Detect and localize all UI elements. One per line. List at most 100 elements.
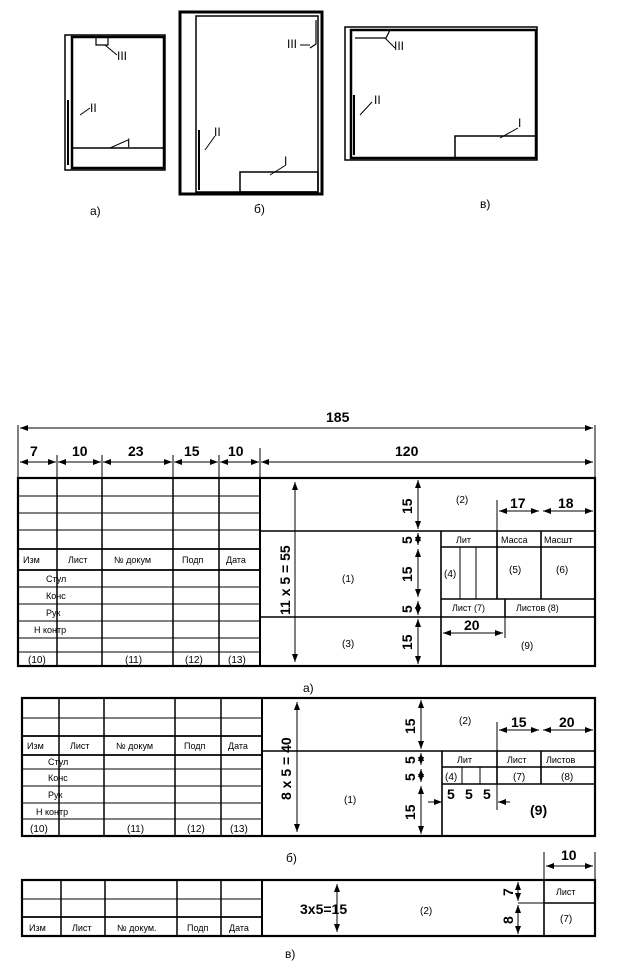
right-table-a: 11 x 5 = 55 15 5 15 5 15 17 18 20 (2) Ли… — [277, 495, 574, 652]
row-stul: Стул — [46, 574, 66, 584]
row-ruk: Рук — [46, 608, 61, 618]
header-podp-b: Подп — [184, 741, 206, 751]
zone-3-label-b: III — [287, 37, 297, 51]
header-dokum: № докум — [114, 555, 151, 565]
vdim-5b: 5 — [399, 605, 415, 613]
format-sketches — [64, 10, 538, 196]
field-4-b: (4) — [445, 772, 457, 783]
field-2-b: (2) — [459, 716, 471, 727]
field-masst: Масшт — [544, 535, 572, 545]
caption-v: в) — [285, 947, 295, 961]
header-podp-v: Подп — [187, 923, 209, 933]
field-listov8: Листов (8) — [516, 603, 559, 613]
right-table-b: 8 x 5 = 40 15 5 5 15 15 20 5 5 5 (2) Лит… — [278, 714, 575, 820]
field-10-b: (10) — [30, 824, 48, 835]
row-stul-b: Стул — [48, 757, 68, 767]
row-n-kontr-b: Н контр — [36, 807, 68, 817]
title-block-b: Изм Лист № докум Подп Дата Стул Конс Рук… — [20, 696, 597, 865]
dim-17: 17 — [510, 495, 526, 511]
zone-2-label-v: II — [374, 93, 381, 107]
row-ruk-b: Рук — [48, 790, 63, 800]
row-kons: Конс — [46, 591, 66, 601]
field-13: (13) — [228, 655, 246, 666]
dim-c1: 7 — [30, 443, 38, 459]
field-lit: Лит — [456, 535, 471, 545]
header-dokum-v: № докум. — [117, 923, 157, 933]
vdim-15b: 15 — [399, 566, 415, 582]
vdim-8-v: 8 — [500, 916, 516, 924]
dim-c5: 10 — [228, 443, 244, 459]
dim-20-b: 20 — [559, 714, 575, 730]
dim-s3-b: 5 — [483, 786, 491, 802]
vdim-main: 11 x 5 = 55 — [277, 545, 293, 615]
left-table-b: Изм Лист № докум Подп Дата Стул Конс Рук… — [27, 741, 248, 835]
vdim-7-v: 7 — [500, 888, 516, 896]
dim-c4: 15 — [184, 443, 200, 459]
field-6: (6) — [556, 565, 568, 576]
dim-total: 185 — [326, 409, 350, 425]
field-12-b: (12) — [187, 824, 205, 835]
format-v — [344, 26, 538, 161]
field-8-b: (8) — [561, 772, 573, 783]
vdim-5b-b: 5 — [402, 773, 418, 781]
field-11: (11) — [125, 655, 142, 666]
dim-right: 120 — [395, 443, 419, 459]
title-block-v: Изм Лист № докум. Подп Дата 3x5=15 (2) 7… — [20, 847, 597, 961]
field-10: (10) — [28, 655, 46, 666]
vdim-15c: 15 — [399, 634, 415, 650]
vdim-15b-b: 15 — [402, 804, 418, 820]
dim-c2: 10 — [72, 443, 88, 459]
field-9-b: (9) — [530, 802, 547, 818]
field-11-b: (11) — [127, 824, 144, 835]
field-9: (9) — [521, 641, 533, 652]
format-labels: а) б) в) I II III I II III I II III — [90, 37, 521, 218]
field-7-b: (7) — [513, 772, 525, 783]
field-lit-b: Лит — [457, 755, 472, 765]
field-1: (1) — [342, 574, 354, 585]
zone-2-label-a: II — [90, 101, 97, 115]
title-block-a: 185 7 10 23 15 10 120 — [16, 409, 597, 695]
field-5: (5) — [509, 565, 521, 576]
field-7-v: (7) — [560, 914, 572, 925]
top-dimensions-a: 185 7 10 23 15 10 120 — [30, 409, 419, 459]
header-list-b: Лист — [70, 741, 90, 751]
label-a: а) — [90, 204, 101, 218]
vdim-15a-b: 15 — [402, 718, 418, 734]
vdim-5a: 5 — [399, 536, 415, 544]
vdim-main-b: 8 x 5 = 40 — [278, 737, 294, 800]
dim-c3: 23 — [128, 443, 144, 459]
field-2: (2) — [456, 495, 468, 506]
header-dokum-b: № докум — [116, 741, 153, 751]
vdim-15a: 15 — [399, 498, 415, 514]
header-data-b: Дата — [228, 741, 248, 751]
format-a — [64, 34, 166, 171]
zone-1-label-b: I — [284, 154, 287, 168]
field-4: (4) — [444, 569, 456, 580]
field-massa: Масса — [501, 535, 528, 545]
field-2-v: (2) — [420, 906, 432, 917]
header-podp: Подп — [182, 555, 204, 565]
zone-1-label-v: I — [518, 116, 521, 130]
header-list-v: Лист — [72, 923, 92, 933]
row-kons-b: Конс — [48, 773, 68, 783]
field-list-v: Лист — [556, 887, 576, 897]
field-listov-b: Листов — [546, 755, 575, 765]
label-b: б) — [254, 202, 265, 216]
header-data-v: Дата — [229, 923, 249, 933]
field-list7: Лист (7) — [452, 603, 485, 613]
header-izm-v: Изм — [29, 923, 46, 933]
label-v: в) — [480, 197, 490, 211]
vdim-5a-b: 5 — [402, 756, 418, 764]
zone-3-label-a: III — [117, 49, 127, 63]
zone-3-label-v: III — [394, 39, 404, 53]
dim-15-b: 15 — [511, 714, 527, 730]
dim-s1-b: 5 — [447, 786, 455, 802]
field-12: (12) — [185, 655, 203, 666]
header-data: Дата — [226, 555, 246, 565]
format-b — [178, 10, 324, 196]
dim-18: 18 — [558, 495, 574, 511]
caption-a: а) — [303, 681, 314, 695]
field-13-b: (13) — [230, 824, 248, 835]
header-list: Лист — [68, 555, 88, 565]
